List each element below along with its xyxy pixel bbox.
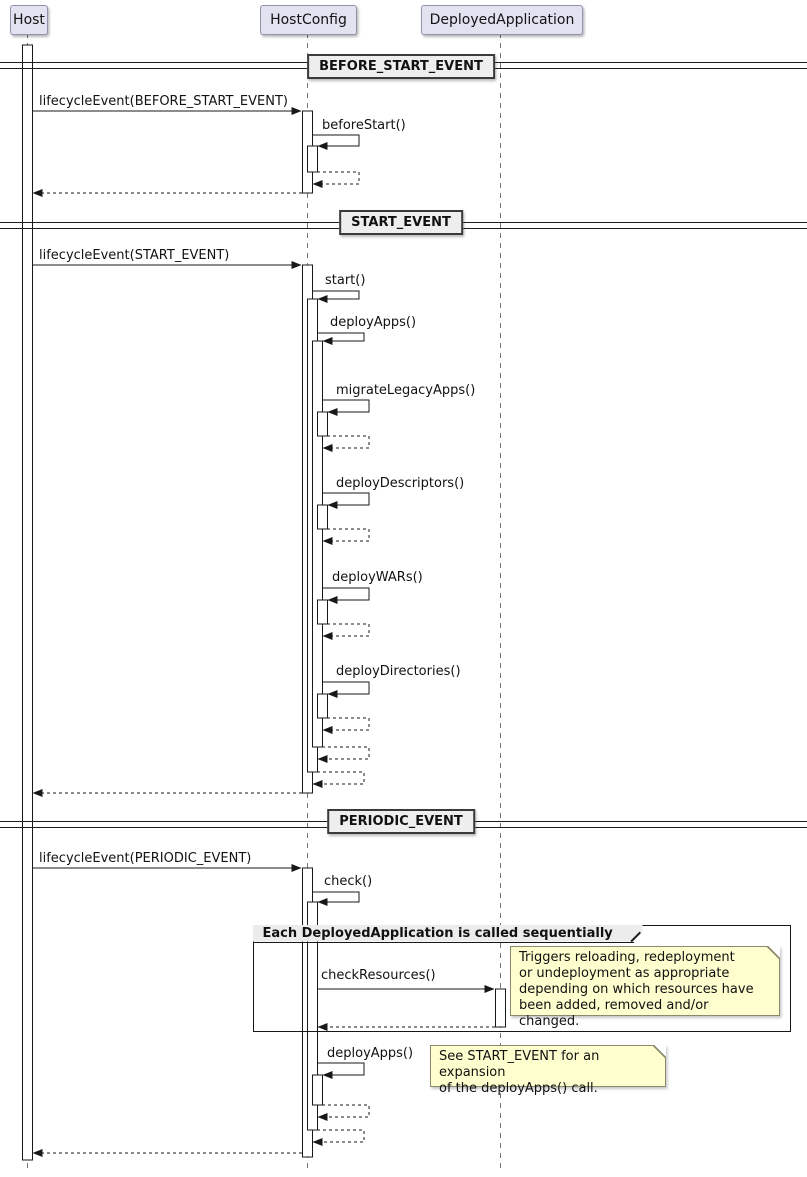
activation-bar <box>317 411 328 437</box>
self-return-arrow <box>322 435 370 452</box>
note-line: or undeployment as appropriate <box>519 966 730 981</box>
divider-before-start-event: BEFORE_START_EVENT <box>307 54 495 79</box>
message-label: start() <box>325 273 366 288</box>
self-return-arrow <box>312 771 365 788</box>
activation-bar <box>317 504 328 530</box>
self-message-arrow <box>317 1062 365 1079</box>
self-message-arrow <box>322 399 370 416</box>
message-label: checkResources() <box>321 968 436 983</box>
divider-periodic-event: PERIODIC_EVENT <box>327 809 475 834</box>
note-check-resources: Triggers reloading, redeployment or unde… <box>510 946 780 1029</box>
group-frame: Each DeployedApplication is called seque… <box>252 925 791 1032</box>
message-label: beforeStart() <box>322 118 406 133</box>
self-return-arrow <box>322 528 370 545</box>
message-label: lifecycleEvent(PERIODIC_EVENT) <box>39 851 252 866</box>
divider-start-event: START_EVENT <box>339 210 463 235</box>
message-label: check() <box>324 874 373 889</box>
activation-bar <box>307 901 318 1131</box>
self-message-arrow <box>322 681 370 698</box>
activation-bar <box>317 599 328 625</box>
message-label: migrateLegacyApps() <box>336 383 476 398</box>
activation-bar <box>317 693 328 719</box>
group-label-edge <box>252 941 634 943</box>
activation-bar <box>22 44 33 1161</box>
note-deploy-apps: See START_EVENT for an expansion of the … <box>430 1045 666 1096</box>
activation-bar <box>312 1074 323 1106</box>
self-return-arrow <box>317 1104 370 1121</box>
self-return-arrow <box>322 623 370 640</box>
self-return-arrow <box>322 717 370 734</box>
self-message-arrow <box>322 492 370 509</box>
note-line: of the deployApps() call. <box>439 1081 598 1096</box>
participant-host: Host <box>10 5 48 35</box>
self-message-arrow <box>317 332 365 345</box>
self-message-arrow <box>312 290 360 303</box>
message-label: lifecycleEvent(BEFORE_START_EVENT) <box>39 94 288 109</box>
note-line: depending on which resources have <box>519 982 754 997</box>
activation-bars <box>22 44 506 1161</box>
self-message-arrow <box>312 891 360 906</box>
call-arrows <box>32 107 495 1079</box>
self-message-arrow <box>312 134 360 150</box>
return-arrows <box>32 171 495 1157</box>
message-label: deployDescriptors() <box>336 476 465 491</box>
participant-hostconfig: HostConfig <box>260 5 357 35</box>
note-line: Triggers reloading, redeployment <box>519 950 735 965</box>
self-return-arrow <box>312 171 360 188</box>
self-return-arrow <box>317 746 370 763</box>
activation-bar <box>495 988 506 1028</box>
message-label: deployDirectories() <box>336 664 461 679</box>
activation-bar <box>312 340 323 748</box>
note-line: been added, removed and/or changed. <box>519 998 709 1029</box>
participant-deployedapplication: DeployedApplication <box>421 5 583 35</box>
message-label: deployApps() <box>330 315 417 330</box>
self-return-arrow <box>312 1129 365 1146</box>
group-label: Each DeployedApplication is called seque… <box>253 925 643 942</box>
message-label: deployApps() <box>327 1046 414 1061</box>
note-line: See START_EVENT for an expansion <box>439 1049 600 1080</box>
self-message-arrow <box>322 587 370 604</box>
activation-bar <box>307 145 318 173</box>
message-label: deployWARs() <box>332 570 423 585</box>
message-label: lifecycleEvent(START_EVENT) <box>39 248 230 263</box>
